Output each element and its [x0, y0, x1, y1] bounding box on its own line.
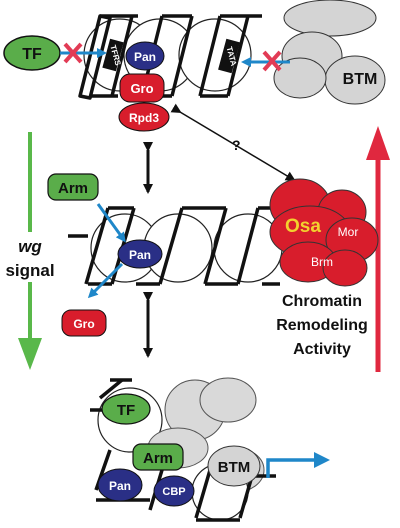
rpd3-protein-top: Rpd3 [118, 102, 170, 132]
middle-dna [68, 206, 282, 286]
signal-label: signal [5, 261, 54, 280]
osa-label: Osa [285, 216, 321, 237]
brm-label: Brm [311, 255, 333, 269]
cbp-protein-bottom: CBP [153, 475, 195, 507]
gro-protein-top: Gro [119, 73, 165, 103]
chromatin-line-2: Remodeling [276, 317, 368, 334]
right-angle-arrow-icon [266, 452, 330, 478]
tf-label-bottom: TF [117, 402, 135, 419]
btm-complex-bottom: BTM [207, 445, 261, 487]
bottom-panel: TF Arm Pan CBP BTM [90, 377, 330, 522]
wg-signal-arrow: wg signal [4, 132, 56, 370]
tf-protein-top: TF [3, 35, 61, 71]
gro-protein-middle: Gro [61, 309, 107, 337]
osa-complex: Osa Mor Brm [269, 178, 379, 287]
x-mark-icon [63, 42, 83, 64]
rpd3-osa-link: ? [170, 103, 296, 182]
arm-label-middle: Arm [58, 180, 88, 197]
arm-label-bottom: Arm [143, 450, 173, 467]
arm-binding-arrow [96, 203, 126, 243]
cbp-label-bottom: CBP [162, 486, 185, 498]
arm-protein-middle: Arm [47, 173, 99, 201]
mor-label: Mor [338, 225, 359, 239]
chromatin-line-1: Chromatin [282, 293, 362, 310]
gro-release-arrow [87, 262, 124, 299]
x-mark-icon [262, 50, 282, 72]
btm-complex-top: BTM [273, 0, 386, 105]
chromatin-remodeling-text: Chromatin Remodeling Activity [276, 293, 368, 358]
wg-label: wg [18, 237, 42, 256]
pan-protein-top: Pan [125, 41, 165, 71]
middle-panel: Arm Pan Gro Osa Mor Brm Chromatin [47, 173, 379, 358]
top-panel: TFRS TATA TF Pan Gro Rpd3 [3, 0, 386, 132]
pan-protein-middle: Pan [117, 239, 163, 269]
pan-protein-bottom: Pan [97, 468, 143, 502]
gro-label-middle: Gro [73, 317, 94, 331]
rpd3-label-top: Rpd3 [129, 111, 159, 125]
btm-label-bottom: BTM [218, 459, 251, 476]
btm-label-top: BTM [343, 71, 378, 88]
tfrs-site: TFRS [102, 38, 124, 72]
gro-label-top: Gro [130, 81, 153, 96]
pan-label-top: Pan [134, 50, 156, 64]
chromatin-line-3: Activity [293, 341, 351, 358]
pan-label-middle: Pan [129, 248, 151, 262]
tf-label-top: TF [22, 46, 42, 63]
tata-site: TATA [218, 38, 240, 74]
pan-label-bottom: Pan [109, 479, 131, 493]
arm-protein-bottom: Arm [132, 443, 184, 471]
chromatin-remodeling-arrow [366, 126, 390, 372]
question-mark: ? [232, 137, 241, 153]
tf-protein-bottom: TF [101, 393, 151, 425]
